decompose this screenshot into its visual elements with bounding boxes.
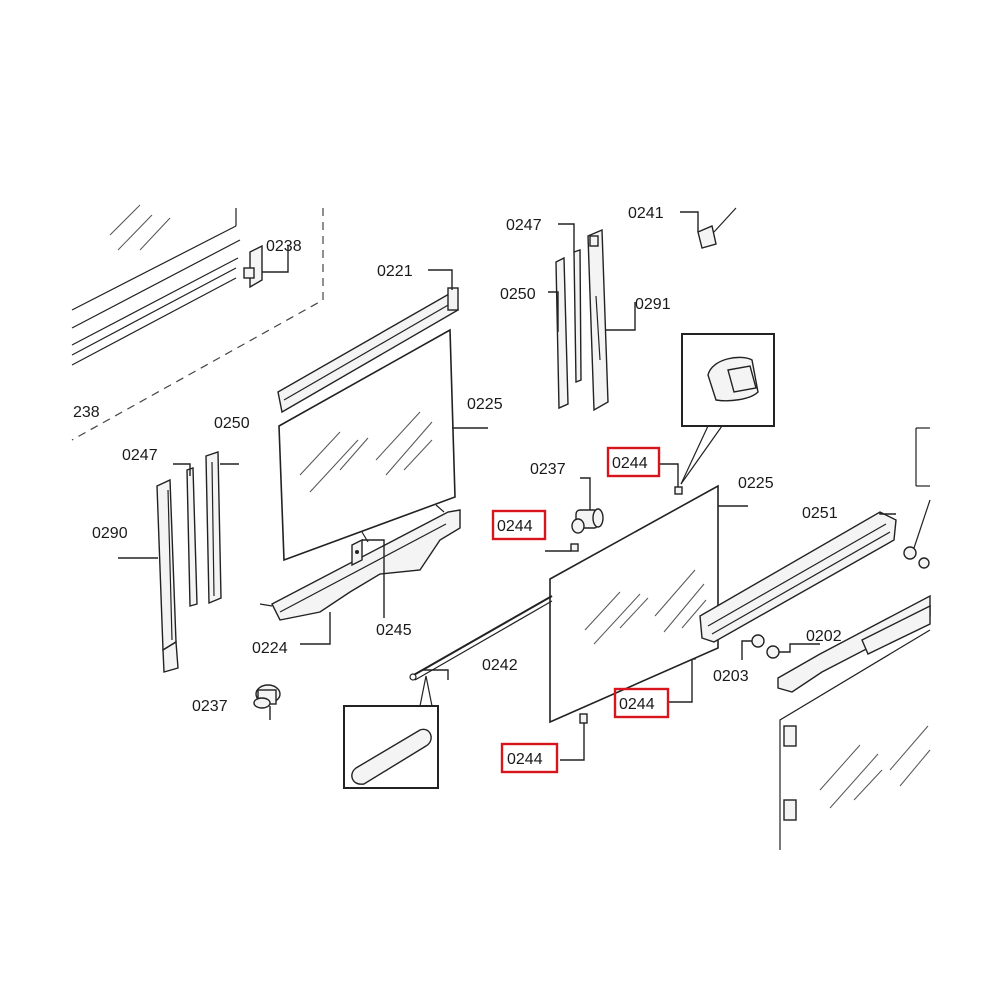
label-0238: 0238 <box>266 238 302 255</box>
label-0244-right: 0244 <box>619 696 655 713</box>
part-0247-rail-left <box>186 467 198 607</box>
part-0245-clip <box>351 531 369 567</box>
label-0244-bottom: 0244 <box>507 751 543 768</box>
part-door-front-panel <box>777 594 931 850</box>
part-0251-profile <box>699 511 897 643</box>
label-0251: 0251 <box>802 505 838 522</box>
label-0237-center: 0237 <box>530 461 566 478</box>
part-0221-profile <box>277 287 459 414</box>
highlight-box-0244-right <box>613 687 670 719</box>
label-0238-partial: 238 <box>73 404 100 421</box>
part-0224-lower-bracket <box>259 504 461 621</box>
part-0225-glass-left <box>278 328 456 562</box>
detail-inset-0242 <box>343 675 439 789</box>
label-0247-center: 0247 <box>506 217 542 234</box>
highlight-box-0244-left <box>491 509 547 541</box>
part-0202-screw <box>766 645 780 659</box>
leader-lines <box>118 211 896 761</box>
detail-inset-0244 <box>680 333 775 485</box>
door-frame-corner <box>71 204 324 441</box>
part-0242-rod <box>409 595 553 681</box>
label-0202: 0202 <box>806 628 842 645</box>
part-0237-knob-left <box>253 684 281 709</box>
part-right-edge-fasteners <box>903 427 931 569</box>
part-0291-side-rail-center <box>587 228 609 412</box>
highlight-box-0244-bottom <box>500 742 559 774</box>
label-0250-left: 0250 <box>214 415 250 432</box>
label-0203: 0203 <box>713 668 749 685</box>
label-0237-left: 0237 <box>192 698 228 715</box>
label-0250-center: 0250 <box>500 286 536 303</box>
part-0250-rail-center <box>555 256 569 410</box>
label-0244-left: 0244 <box>497 518 533 535</box>
part-0238-clip <box>243 244 263 289</box>
part-0290-side-rail-left <box>156 478 179 673</box>
part-0247-rail-center <box>573 249 582 384</box>
label-0290: 0290 <box>92 525 128 542</box>
part-0241-clip <box>697 207 737 249</box>
label-0225-left: 0225 <box>467 396 503 413</box>
highlight-box-0244-top <box>606 446 661 478</box>
part-0225-glass-center <box>549 484 719 724</box>
label-0241: 0241 <box>628 205 664 222</box>
label-0244-top: 0244 <box>612 455 648 472</box>
label-0247-left: 0247 <box>122 447 158 464</box>
part-0250-rail-left <box>205 451 222 605</box>
label-0225-center: 0225 <box>738 475 774 492</box>
label-0291: 0291 <box>635 296 671 313</box>
part-0203-screw <box>751 634 765 648</box>
label-0221: 0221 <box>377 263 413 280</box>
label-0224: 0224 <box>252 640 288 657</box>
label-0242: 0242 <box>482 657 518 674</box>
label-0245: 0245 <box>376 622 412 639</box>
part-0237-knob-center <box>571 508 604 534</box>
